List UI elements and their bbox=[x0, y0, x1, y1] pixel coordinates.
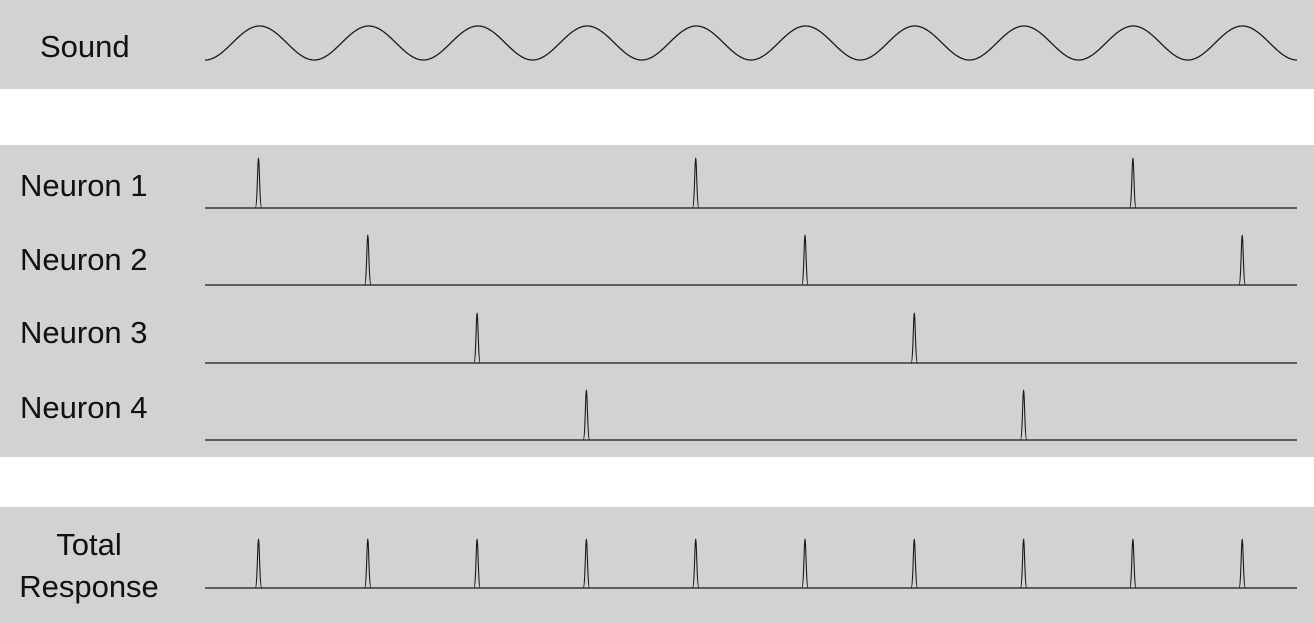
sound-label: Sound bbox=[40, 29, 130, 64]
total-spike bbox=[364, 538, 372, 589]
neuron-1-spike bbox=[254, 157, 263, 209]
neuron-2-spike bbox=[364, 234, 372, 286]
neuron-3-label: Neuron 3 bbox=[20, 315, 148, 350]
total-label-line1: Total bbox=[56, 527, 122, 562]
neuron-2-spike bbox=[801, 234, 809, 286]
total-spike bbox=[1129, 538, 1137, 589]
total-spike bbox=[691, 538, 700, 589]
neuron-4-spike bbox=[582, 389, 591, 441]
total-spike bbox=[910, 538, 919, 589]
total-spike bbox=[1238, 538, 1246, 589]
neuron-2-label: Neuron 2 bbox=[20, 242, 148, 277]
neuron-4-spike bbox=[1019, 389, 1028, 441]
sound-waveform bbox=[204, 25, 1298, 61]
sound-panel bbox=[0, 0, 1314, 89]
total-label-line2: Response bbox=[19, 569, 159, 604]
neuron-1-spike bbox=[691, 157, 700, 209]
neurons-panel bbox=[0, 145, 1314, 457]
neuron-2-spike bbox=[1238, 234, 1246, 286]
total-spike bbox=[254, 538, 263, 589]
neuron-4-label: Neuron 4 bbox=[20, 390, 148, 425]
neuron-3-spike bbox=[910, 312, 919, 364]
total-spike bbox=[801, 538, 809, 589]
total-response-panel bbox=[0, 507, 1314, 623]
total-spike bbox=[582, 538, 591, 589]
neuron-1-spike bbox=[1129, 157, 1137, 209]
total-spike bbox=[1019, 538, 1028, 589]
total-spike bbox=[473, 538, 481, 589]
neuron-3-spike bbox=[473, 312, 481, 364]
neuron-1-label: Neuron 1 bbox=[20, 168, 148, 203]
